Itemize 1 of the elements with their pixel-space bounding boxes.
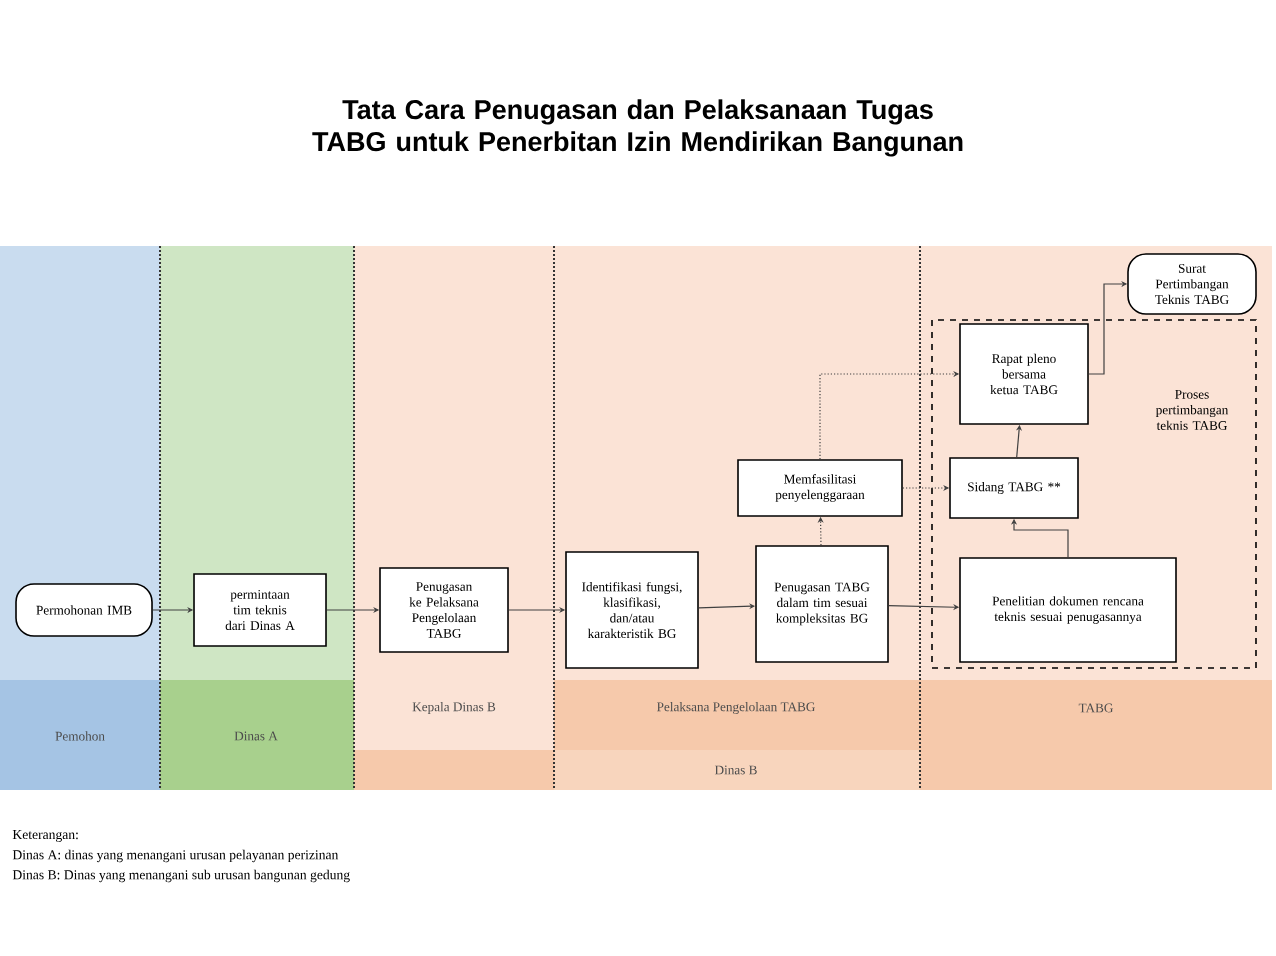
title: Tata Cara Penugasan dan Pelaksanaan Tugas TABG untuk Penerbitan Izin Mendirikan Bangunan <box>312 99 963 157</box>
